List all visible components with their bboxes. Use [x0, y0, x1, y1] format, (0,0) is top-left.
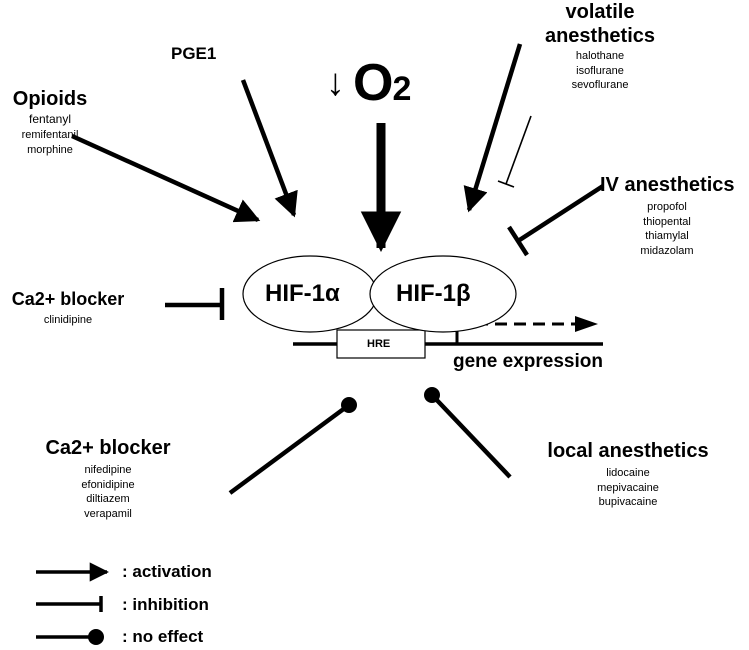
ca-blocker-bottom-drug: diltiazem	[86, 493, 130, 505]
volatile-activation-arrow	[463, 43, 523, 213]
down-arrow-icon: ↓	[326, 62, 345, 104]
local-drug: lidocaine	[606, 467, 650, 479]
iv-drug: thiamylal	[645, 230, 689, 242]
pge1-title: PGE1	[171, 44, 217, 63]
legend-inhibition-symbol	[36, 596, 103, 612]
local-no-effect-line	[424, 387, 512, 479]
volatile-group: volatile anesthetics halothane isofluran…	[533, 0, 667, 93]
iv-group: IV anesthetics propofol thiopental thiam…	[600, 173, 735, 258]
opioids-drug: morphine	[27, 143, 73, 156]
opioids-drug: fentanyl	[28, 112, 72, 126]
opioids-title: Opioids	[12, 88, 88, 110]
volatile-title-line1: volatile	[565, 1, 635, 23]
ca-blocker-bottom-group: Ca2+ blocker nifedipine efonidipine dilt…	[40, 436, 176, 521]
pge1-activation-arrow	[240, 79, 298, 218]
iv-drug: thiopental	[643, 215, 691, 228]
oxygen-symbol: O	[353, 54, 393, 112]
oxygen-subscript: 2	[392, 70, 411, 108]
hre-label: HRE	[367, 338, 391, 350]
iv-inhibition-line	[507, 184, 605, 257]
opioids-activation-arrow	[71, 133, 261, 223]
ca-blocker-inhibition-line	[165, 288, 225, 320]
legend-no-effect-symbol	[36, 629, 104, 645]
local-group: local anesthetics lidocaine mepivacaine …	[540, 439, 716, 510]
volatile-drug: sevoflurane	[571, 79, 629, 91]
iv-drug: propofol	[647, 201, 687, 213]
iv-title: IV anesthetics	[600, 174, 735, 196]
legend-no-effect-label: : no effect	[122, 627, 204, 646]
ca-blocker-bottom-drug: efonidipine	[81, 478, 135, 491]
volatile-drug: halothane	[575, 50, 625, 62]
local-drug: bupivacaine	[598, 496, 658, 508]
ca-blocker-no-effect-line	[228, 397, 357, 495]
local-title: local anesthetics	[547, 440, 709, 462]
hif1a-label: HIF-1α	[265, 280, 340, 307]
ca-blocker-top-title: Ca2+ blocker	[11, 289, 125, 309]
local-drug: mepivacaine	[597, 481, 659, 494]
volatile-drug: isoflurane	[576, 64, 624, 77]
volatile-inhibition-line	[497, 115, 532, 188]
hif1b-ellipse	[369, 255, 517, 333]
ca-blocker-bottom-drug: nifedipine	[84, 464, 132, 476]
hre-box	[336, 329, 426, 359]
ca-blocker-bottom-title: Ca2+ blocker	[45, 437, 171, 459]
ca-blocker-top-group: Ca2+ blocker clinidipine	[0, 288, 136, 328]
iv-drug: midazolam	[640, 244, 694, 257]
gene-expression-label: gene expression	[453, 351, 603, 372]
legend-activation-label: : activation	[122, 562, 212, 581]
oxygen-label: ↓O2	[326, 54, 411, 117]
ca-blocker-bottom-drug: verapamil	[84, 507, 132, 520]
opioids-drug: remifentanil	[21, 129, 79, 141]
legend-inhibition-label: : inhibition	[122, 595, 209, 614]
opioids-group: Opioids fentanyl remifentanil morphine	[9, 87, 91, 157]
ca-blocker-top-drug: clinidipine	[43, 314, 93, 326]
volatile-title-line2: anesthetics	[544, 25, 656, 47]
hif1b-label: HIF-1β	[396, 280, 471, 307]
